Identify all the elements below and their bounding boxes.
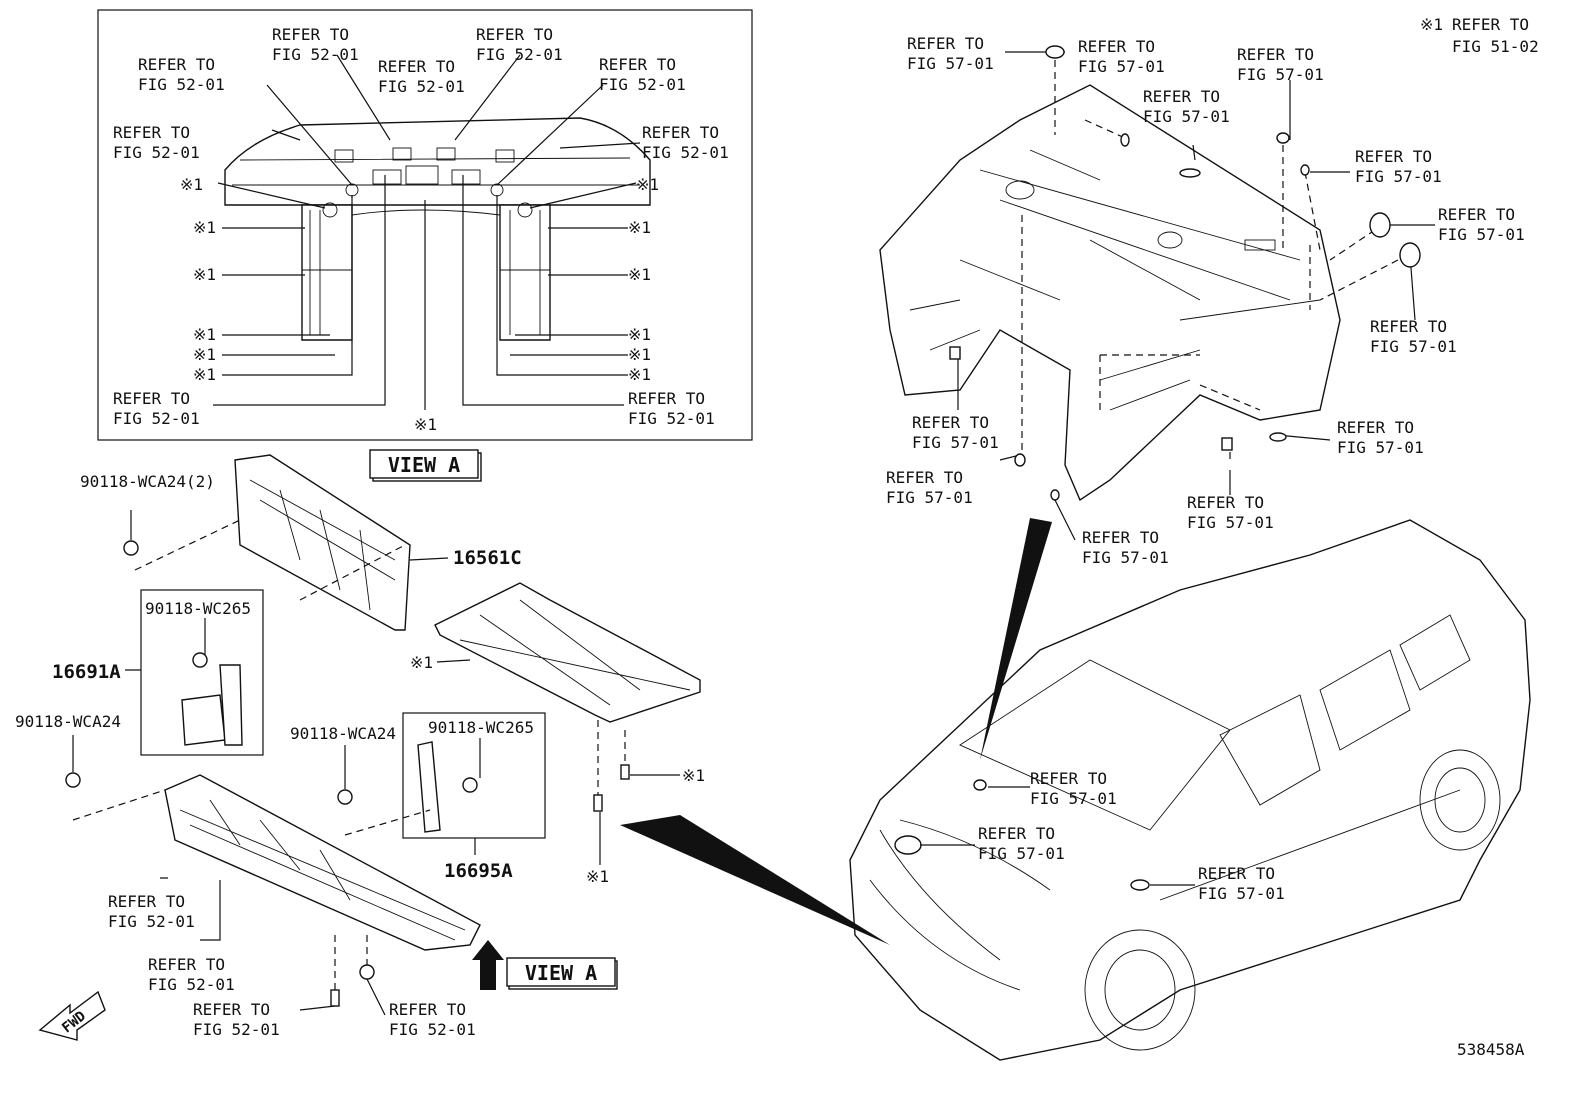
note-mark-l4: ※1 xyxy=(193,325,216,344)
part-clip-wca24-a: 90118-WCA24 xyxy=(15,712,121,731)
part-16561c: 16561C xyxy=(453,547,522,569)
note-mark-r2: ※1 xyxy=(628,218,651,237)
part-clip-wca24-b: 90118-WCA24 xyxy=(290,724,396,743)
note-mark-l2: ※1 xyxy=(193,218,216,237)
box-16691a xyxy=(140,589,264,756)
part-16691a: 16691A xyxy=(52,661,121,683)
clip-wca24-2 xyxy=(123,540,139,556)
bolt-1 xyxy=(593,794,603,812)
part-clip-wc265-a: 90118-WC265 xyxy=(145,599,251,618)
note-mark-center: ※1 xyxy=(414,415,437,434)
view-a-frame xyxy=(97,9,753,441)
note-mark-r4: ※1 xyxy=(628,325,651,344)
diagram-id: 538458A xyxy=(1457,1040,1525,1059)
clip-wca24-a xyxy=(65,772,81,788)
view-a-title: VIEW A xyxy=(388,453,460,477)
part-clip-wc265-b: 90118-WC265 xyxy=(428,718,534,737)
view-a-arrow-icon xyxy=(472,940,504,990)
fwd-arrow-icon: FWD xyxy=(38,990,106,1041)
left-part-labels: 90118-WCA24(2) 16561C 90118-WC265 16691A… xyxy=(15,472,705,1039)
vehicle-outline xyxy=(620,518,1531,1061)
bolt-2 xyxy=(620,764,630,780)
under-cover xyxy=(434,582,701,723)
callout-wedge-lower xyxy=(620,815,890,945)
note-mark-l5: ※1 xyxy=(193,345,216,364)
view-a-title-box: VIEW A xyxy=(369,449,482,482)
vehicle-body xyxy=(849,519,1531,1061)
view-a-inset xyxy=(97,9,753,441)
dash-panel xyxy=(879,84,1341,502)
note-mark-r3: ※1 xyxy=(628,265,651,284)
radiator-support-top xyxy=(224,117,651,206)
note-mark-cover: ※1 xyxy=(410,653,433,672)
right-side-member xyxy=(499,204,551,341)
note-mark-r5: ※1 xyxy=(628,345,651,364)
note-mark-r6: ※1 xyxy=(628,365,651,384)
note-mark-l1: ※1 xyxy=(180,175,203,194)
part-16695a: 16695A xyxy=(444,860,513,882)
exploded-parts: VIEW A FWD xyxy=(38,454,701,1041)
clip-wca24-b xyxy=(337,789,353,805)
clip-3 xyxy=(359,964,375,980)
note-mark-bolt-2: ※1 xyxy=(682,766,705,785)
part-clip-wca24-2: 90118-WCA24(2) xyxy=(80,472,215,491)
bolt-3 xyxy=(330,989,340,1007)
box-16695a xyxy=(402,712,546,839)
note-mark-r1: ※1 xyxy=(636,175,659,194)
bumper-absorber xyxy=(164,774,481,951)
seal-16561c xyxy=(234,454,411,631)
left-side-member xyxy=(301,204,353,341)
note-mark-l6: ※1 xyxy=(193,365,216,384)
body-structure xyxy=(879,45,1435,541)
note-mark-bolt-1: ※1 xyxy=(586,867,609,886)
view-a-arrow-label: VIEW A xyxy=(525,961,597,985)
note-mark-l3: ※1 xyxy=(193,265,216,284)
callout-wedge-upper xyxy=(980,518,1052,760)
